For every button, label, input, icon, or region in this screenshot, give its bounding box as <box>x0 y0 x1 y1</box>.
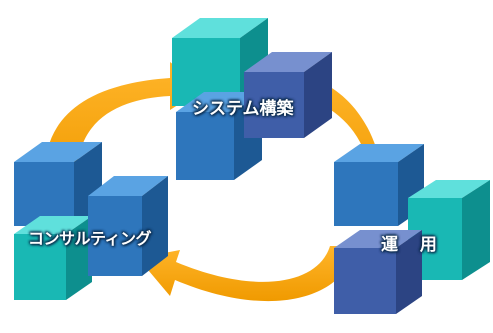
label-consulting: コンサルティング <box>28 229 152 248</box>
arrow-operations-to-consulting <box>138 246 356 302</box>
cube-left-teal <box>14 216 92 300</box>
cube-top-blue <box>176 92 262 180</box>
cube-right-blue <box>334 144 424 226</box>
cube-right-slate <box>334 230 422 314</box>
cube-top-slate <box>244 52 332 138</box>
cube-left-blue-front <box>88 176 168 276</box>
arrow-consulting-to-system <box>44 62 204 190</box>
label-system-construction: システム構築 <box>192 99 294 119</box>
label-operations: 運 用 <box>381 235 445 255</box>
cube-top-teal <box>172 18 268 106</box>
